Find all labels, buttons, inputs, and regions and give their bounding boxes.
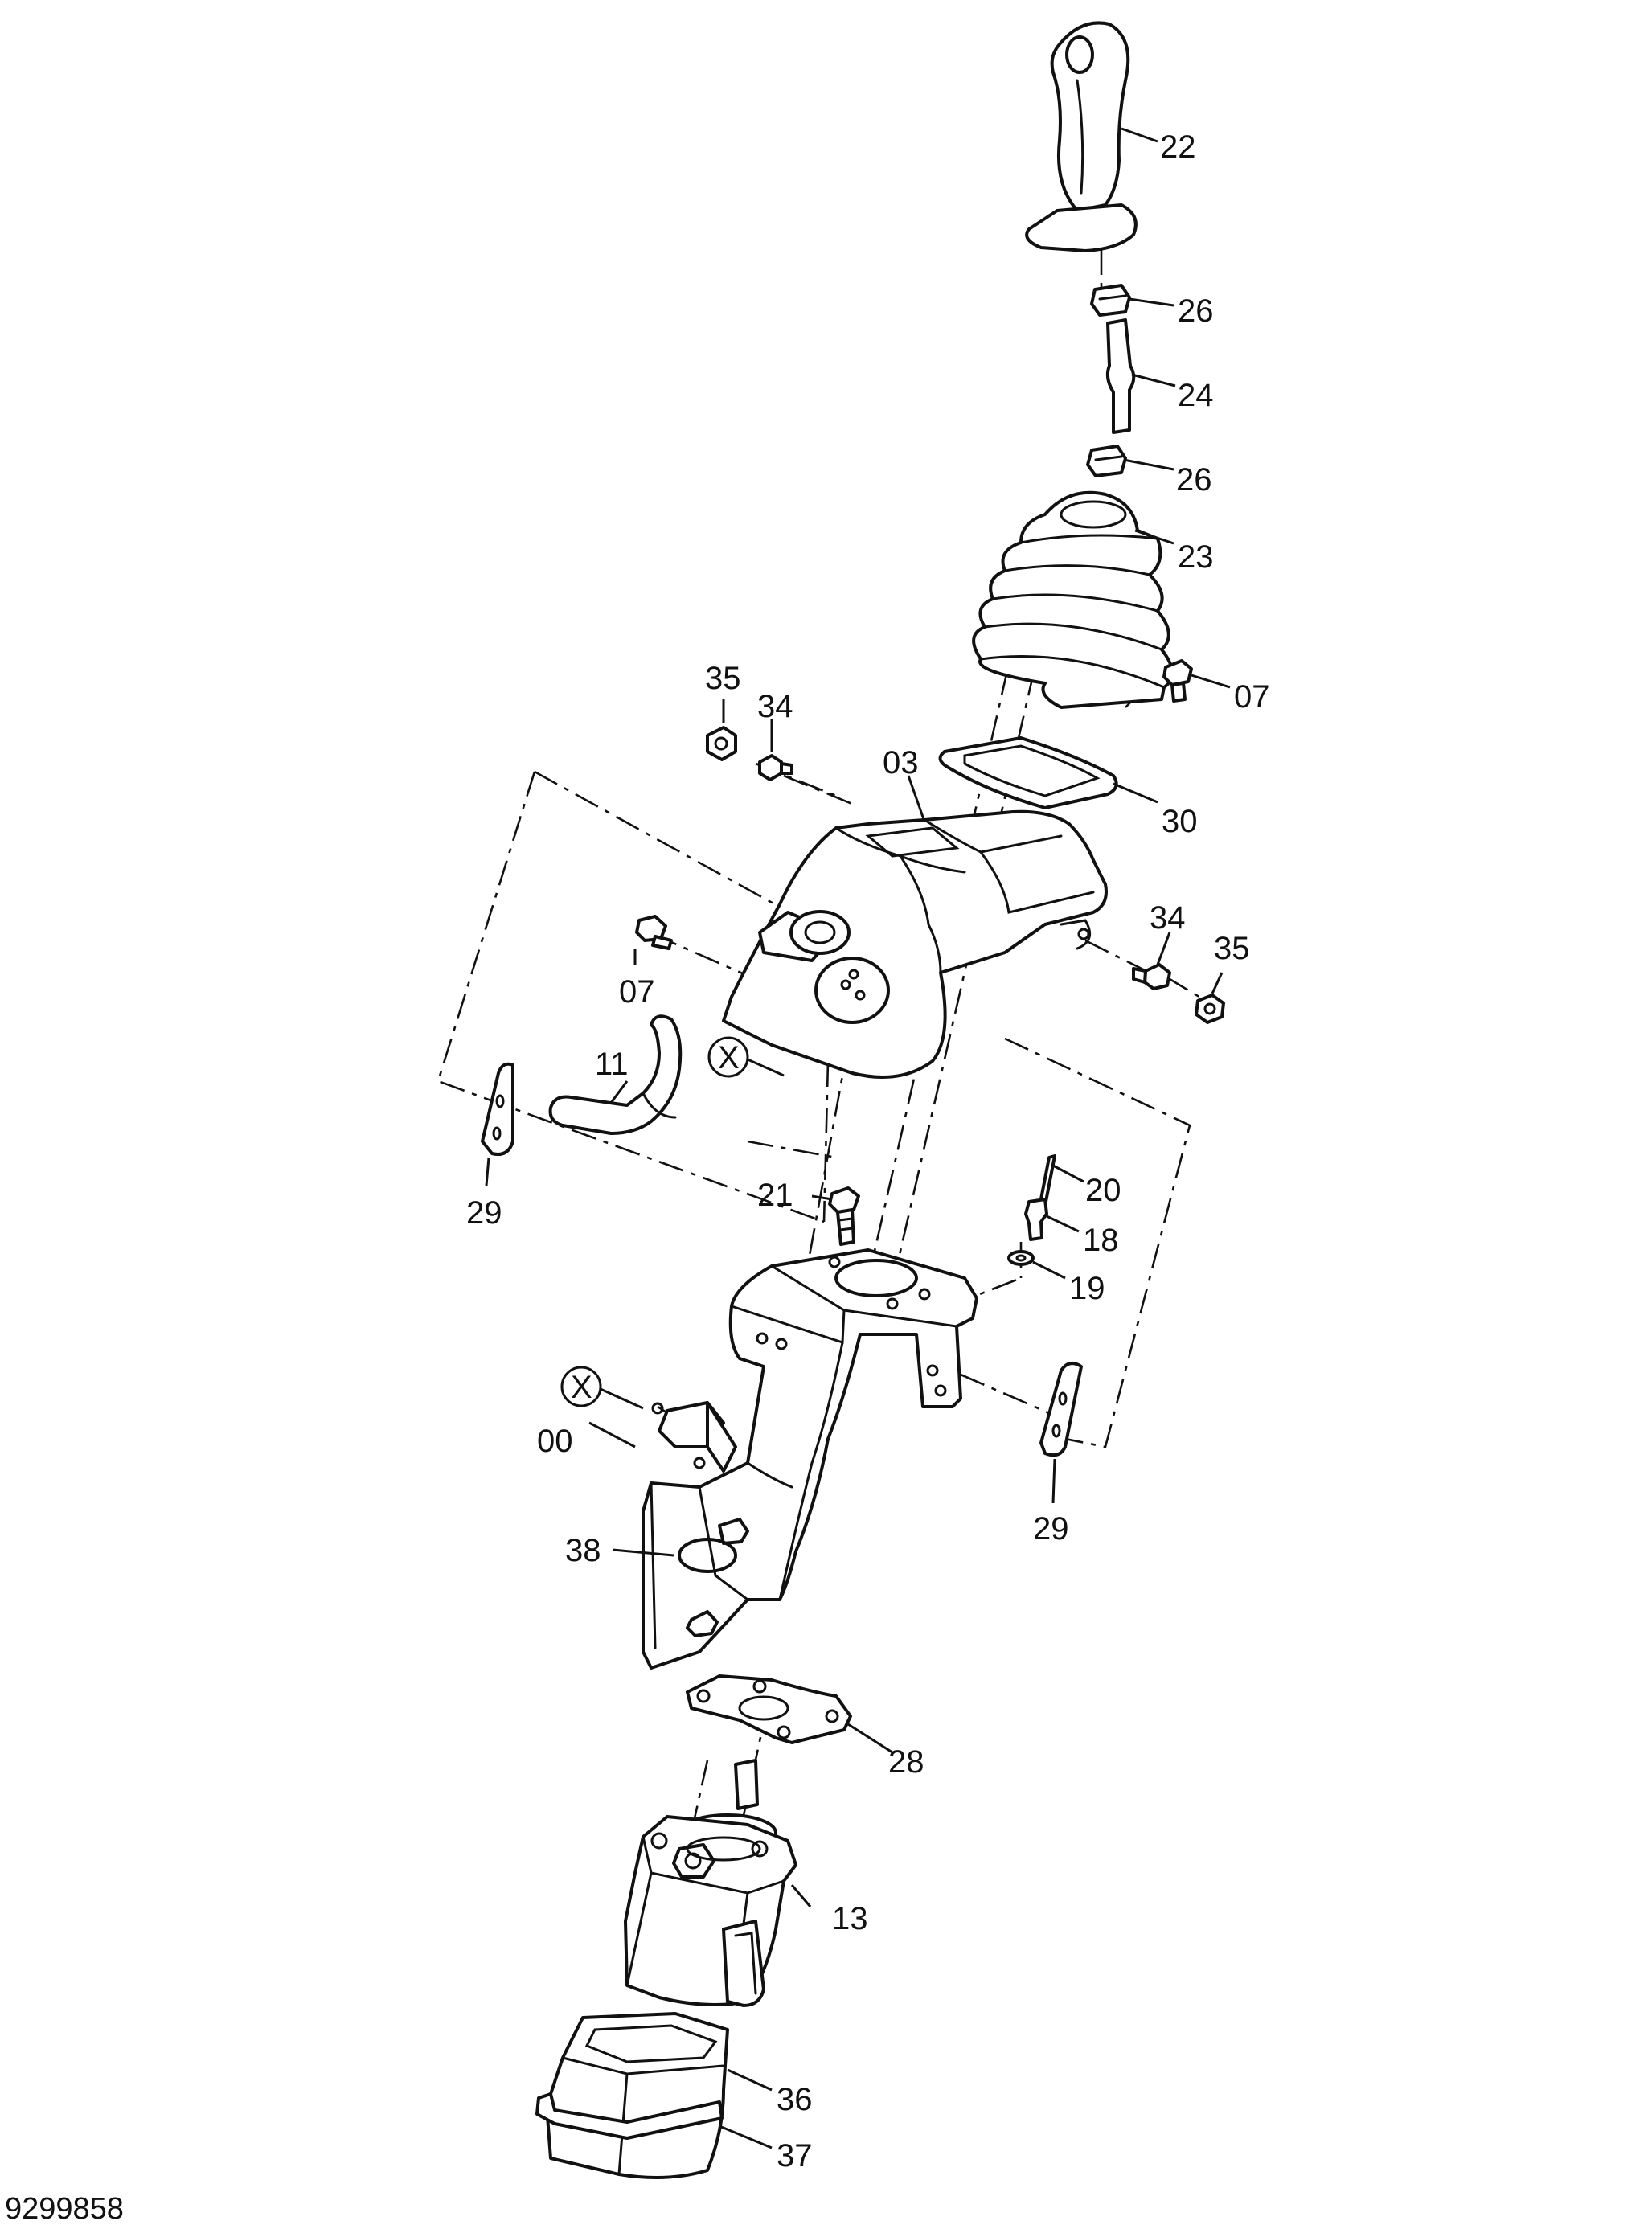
callout-35-upper: 35 [705,661,741,696]
part-gasket-28 [686,1674,852,1744]
callout-30: 30 [1162,804,1198,839]
part-joystick-handle [1025,21,1138,252]
callout-26-upper: 26 [1178,293,1214,329]
callout-21: 21 [757,1178,793,1213]
callout-22: 22 [1160,129,1196,165]
callout-26-lower: 26 [1176,462,1212,498]
callout-38: 38 [565,1533,601,1568]
part-screw-34-upper [758,754,793,781]
part-bracket-11 [548,1014,683,1135]
callout-x-upper: X [718,1040,740,1076]
callout-34-right: 34 [1150,900,1186,936]
callout-23: 23 [1178,539,1214,575]
callout-00: 00 [537,1424,573,1459]
callouts: 22 26 24 26 23 07 35 34 03 30 34 35 07 X… [466,129,1270,2174]
callout-24: 24 [1178,378,1214,413]
callout-34-upper: 34 [757,689,793,724]
callout-37: 37 [777,2138,813,2174]
part-mounting-bracket [642,1248,978,1670]
leader-lines [485,127,1231,2149]
part-boot-36 [545,2012,729,2179]
callout-20: 20 [1085,1173,1121,1208]
part-cable-tie-38 [678,1538,737,1573]
part-strap-29-left [481,1062,514,1156]
part-control-valve-13 [624,1759,797,2007]
x-marker-circle-lower [560,1366,602,1407]
x-marker-circle-upper [707,1036,749,1078]
callout-07-right: 07 [1234,679,1270,715]
callout-11: 11 [595,1047,629,1082]
part-gasket-30 [938,736,1118,809]
part-fitting-18 [1024,1198,1048,1241]
part-nut-35-upper [706,726,737,761]
callout-29-left: 29 [466,1195,502,1231]
part-nut-35-right [1195,994,1225,1024]
part-rubber-boot [972,490,1174,709]
callout-13: 13 [832,1901,868,1936]
figure-id: 9299858 [5,2192,124,2226]
part-nut-lower [1086,445,1127,477]
part-washer-19 [1007,1250,1035,1266]
part-clamp-37 [535,2092,724,2140]
part-lever-shaft [1105,318,1136,434]
part-console-cover [722,809,1108,1079]
callout-19: 19 [1069,1271,1105,1306]
callout-07-left: 07 [619,974,655,1010]
part-bolt-07-left [635,915,673,950]
callout-29-right: 29 [1033,1511,1069,1547]
callout-28: 28 [888,1744,924,1780]
callout-35-right: 35 [1214,931,1250,966]
callout-03: 03 [883,745,919,781]
part-bolt-07-right [1162,659,1193,703]
callout-x-lower: X [571,1370,592,1405]
part-screw-34-right [1132,963,1171,990]
part-strap-29-right [1039,1362,1083,1457]
part-nut-upper [1090,284,1131,317]
callout-18: 18 [1083,1223,1119,1258]
callout-36: 36 [777,2082,813,2117]
part-bolt-21 [828,1186,860,1246]
